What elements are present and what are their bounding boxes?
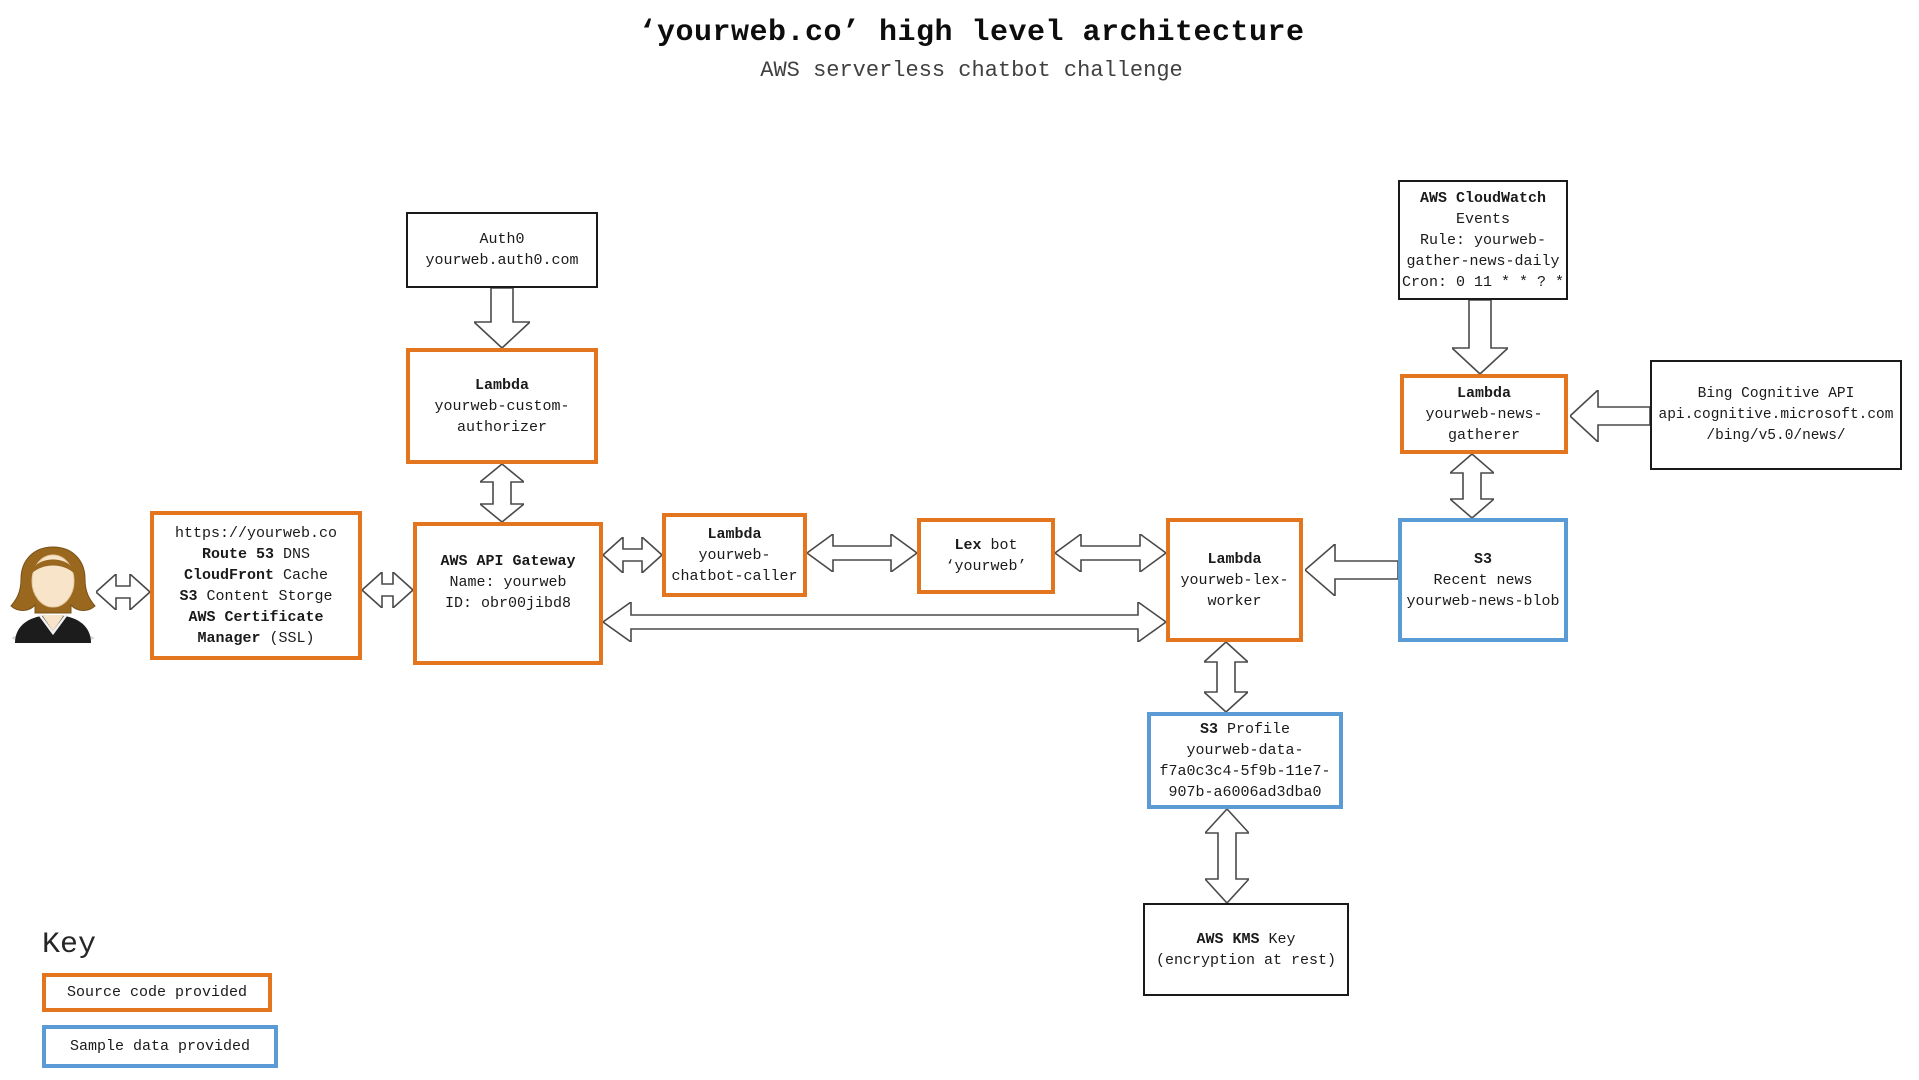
arrow-cloudwatch-to-gatherer-icon	[1452, 300, 1508, 374]
user-avatar-icon	[10, 546, 96, 643]
node-line: worker	[1207, 592, 1262, 610]
arrow-bing-to-gatherer-icon	[1570, 390, 1650, 442]
legend-label: Source code provided	[66, 984, 248, 1001]
text-segment: CloudFront	[183, 566, 274, 584]
legend-label: Sample data provided	[69, 1038, 251, 1055]
node-line: Lambda	[474, 376, 529, 394]
node-line: ‘yourweb’	[945, 558, 1027, 575]
node-line: /bing/v5.0/news/	[1706, 427, 1846, 444]
node-line: Lambda	[1456, 384, 1511, 402]
node-lambda-lex-worker: Lambda yourweb-lex- worker	[1166, 518, 1303, 642]
arrow-site-to-apigateway-icon	[362, 572, 413, 608]
node-line: S3	[1473, 550, 1492, 568]
node-line: yourweb-data-	[1186, 741, 1304, 759]
node-line: yourweb-custom-	[434, 397, 570, 415]
text-segment: S3	[179, 587, 198, 605]
node-line: gather-news-daily	[1406, 252, 1560, 270]
node-line: S3 Content Storge	[179, 586, 332, 607]
node-line: yourweb-	[698, 546, 771, 564]
node-line: Manager (SSL)	[197, 628, 314, 649]
node-line: yourweb-news-	[1425, 405, 1543, 423]
node-auth0: Auth0 yourweb.auth0.com	[406, 212, 598, 288]
text-segment: Lex	[954, 537, 982, 554]
node-line: Lambda	[1207, 550, 1262, 568]
arrow-s3profile-to-kms-icon	[1205, 809, 1249, 903]
node-line: Bing Cognitive API	[1697, 385, 1855, 402]
text-segment: (SSL)	[260, 629, 315, 647]
node-line: yourweb-news-blob	[1406, 592, 1560, 610]
node-website-frontend: https://yourweb.co Route 53 DNS CloudFro…	[150, 511, 362, 660]
text-segment: AWS KMS	[1196, 930, 1260, 948]
node-line: AWS CloudWatch	[1419, 189, 1547, 207]
node-line: api.cognitive.microsoft.com	[1658, 406, 1894, 423]
node-line: AWS Certificate	[188, 608, 324, 626]
node-line: Recent news	[1433, 571, 1533, 589]
node-line: yourweb.auth0.com	[425, 252, 579, 269]
text-segment: Cache	[274, 566, 329, 584]
text-segment: bot	[981, 537, 1018, 554]
node-kms-key: AWS KMS Key (encryption at rest)	[1143, 903, 1349, 996]
legend-sample-data: Sample data provided	[42, 1025, 278, 1068]
text-segment: Content Storge	[197, 587, 333, 605]
text-segment: Route 53	[201, 545, 274, 563]
text-segment: Profile	[1218, 720, 1291, 738]
node-line: chatbot-caller	[671, 567, 798, 585]
text-segment: Manager	[197, 629, 261, 647]
node-s3-recent-news: S3 Recent news yourweb-news-blob	[1398, 518, 1568, 642]
node-line: Lex bot	[954, 535, 1017, 556]
text-segment: DNS	[274, 545, 311, 563]
node-line: CloudFront Cache	[184, 565, 328, 586]
legend-heading: Key	[42, 928, 97, 962]
arrow-user-to-site-icon	[96, 574, 150, 610]
text-segment: S3	[1199, 720, 1218, 738]
arrow-lexworker-to-s3profile-icon	[1204, 642, 1248, 712]
arrow-auth0-to-authorizer-icon	[474, 288, 530, 348]
node-line: AWS API Gateway	[440, 553, 576, 570]
node-line: authorizer	[456, 418, 547, 436]
node-line: Auth0	[479, 231, 525, 248]
arrow-apigateway-to-lexworker-icon	[603, 602, 1166, 642]
node-line: Route 53 DNS	[202, 544, 310, 565]
node-s3-profile: S3 Profile yourweb-data- f7a0c3c4-5f9b-1…	[1147, 712, 1343, 809]
node-line: S3 Profile	[1200, 719, 1290, 740]
node-lex-bot: Lex bot ‘yourweb’	[917, 518, 1055, 594]
node-lambda-custom-authorizer: Lambda yourweb-custom- authorizer	[406, 348, 598, 464]
node-lambda-chatbot-caller: Lambda yourweb- chatbot-caller	[662, 513, 807, 597]
arrow-chatbot-caller-to-lexbot-icon	[807, 534, 917, 572]
text-segment: Key	[1259, 930, 1296, 948]
page-subtitle: AWS serverless chatbot challenge	[760, 58, 1183, 83]
node-line: ID: obr00jibd8	[444, 595, 572, 612]
node-line: (encryption at rest)	[1155, 951, 1337, 969]
node-bing-cognitive-api: Bing Cognitive API api.cognitive.microso…	[1650, 360, 1902, 470]
node-line: yourweb-lex-	[1180, 571, 1289, 589]
legend-source-code: Source code provided	[42, 973, 272, 1012]
page-title: ‘yourweb.co’ high level architecture	[638, 16, 1305, 50]
arrow-authorizer-to-apigateway-icon	[480, 464, 524, 522]
node-line: Events	[1455, 210, 1510, 228]
node-api-gateway: AWS API Gateway Name: yourweb ID: obr00j…	[413, 522, 603, 665]
node-line: https://yourweb.co	[174, 524, 338, 542]
arrow-apigateway-to-chatbot-caller-icon	[603, 537, 662, 573]
node-line: Name: yourweb	[449, 574, 567, 591]
node-lambda-news-gatherer: Lambda yourweb-news- gatherer	[1400, 374, 1568, 454]
node-line: Cron: 0 11 * * ? *	[1401, 273, 1565, 291]
node-line: gatherer	[1447, 426, 1520, 444]
node-line: AWS KMS Key	[1196, 929, 1295, 950]
arrow-s3news-to-lexworker-icon	[1305, 544, 1398, 596]
arrow-gatherer-to-s3news-icon	[1450, 454, 1494, 518]
node-cloudwatch-events: AWS CloudWatch Events Rule: yourweb- gat…	[1398, 180, 1568, 300]
node-line: Lambda	[707, 525, 762, 543]
node-line: Rule: yourweb-	[1419, 231, 1547, 249]
node-line: 907b-a6006ad3dba0	[1168, 783, 1322, 801]
arrow-lexbot-to-lexworker-icon	[1055, 534, 1166, 572]
node-line: f7a0c3c4-5f9b-11e7-	[1159, 762, 1331, 780]
